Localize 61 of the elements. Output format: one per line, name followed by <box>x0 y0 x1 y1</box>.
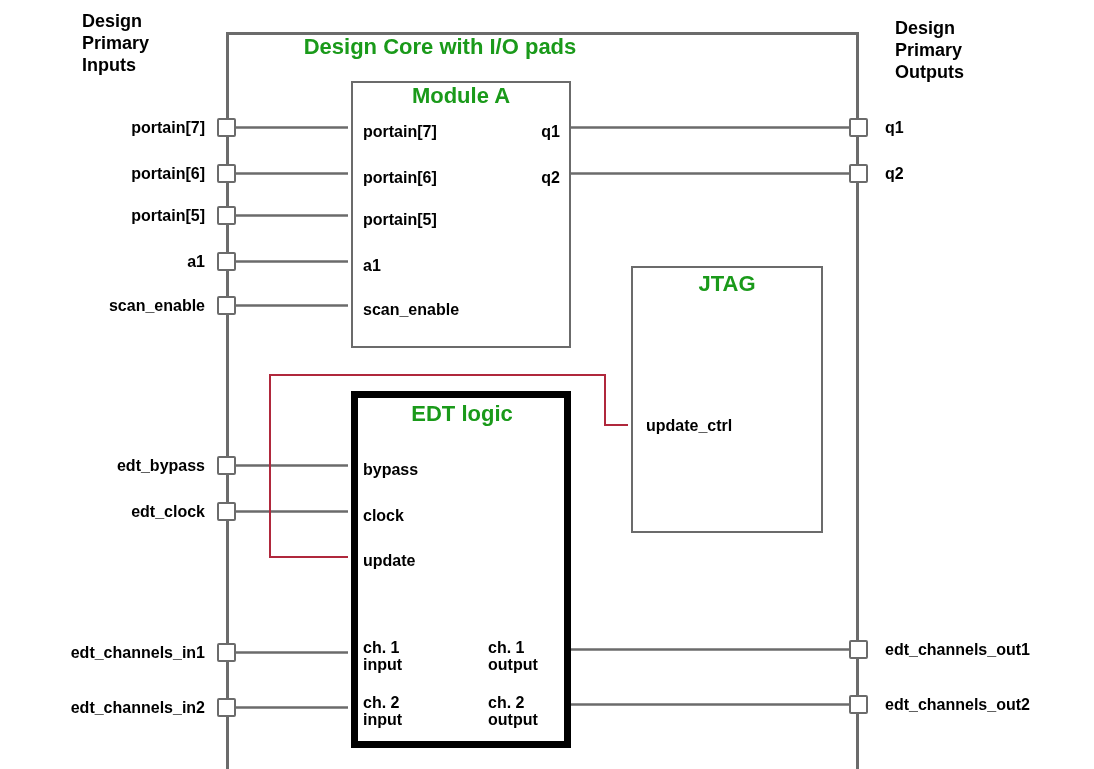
io-pad <box>217 164 236 183</box>
io-pad <box>849 118 868 137</box>
io-pad <box>217 118 236 137</box>
wire <box>236 651 348 654</box>
port-name: q2 <box>885 163 904 184</box>
io-pad <box>849 640 868 659</box>
io-pad <box>217 252 236 271</box>
pin-label: ch. 2 output <box>488 694 539 728</box>
pin-label: portain[6] <box>363 168 437 186</box>
module-box <box>631 266 823 533</box>
wire <box>236 172 348 175</box>
module-title: Module A <box>411 81 511 110</box>
port-name: edt_channels_out2 <box>885 694 1030 715</box>
port-name: scan_enable <box>108 295 205 316</box>
wire <box>236 214 348 217</box>
module-box <box>351 391 571 748</box>
port-name: edt_channels_in1 <box>70 642 205 663</box>
io-pad <box>217 206 236 225</box>
port-name: edt_channels_out1 <box>885 639 1030 660</box>
module-box <box>351 81 571 348</box>
port-name: portain[5] <box>131 205 205 226</box>
io-pad <box>849 695 868 714</box>
pin-label: bypass <box>363 460 419 478</box>
wire <box>236 510 348 513</box>
wire <box>236 464 348 467</box>
io-pad <box>217 502 236 521</box>
pin-label: update <box>363 551 416 569</box>
wire <box>236 126 348 129</box>
pin-label: clock <box>363 506 404 524</box>
wire <box>236 706 348 709</box>
pin-label: update_ctrl <box>646 416 733 434</box>
port-name: a1 <box>187 251 205 272</box>
module-title: JTAG <box>698 269 756 298</box>
io-pad <box>217 296 236 315</box>
io-pad <box>217 643 236 662</box>
wire <box>236 260 348 263</box>
io-pad <box>849 164 868 183</box>
pin-label: ch. 2 input <box>363 694 404 728</box>
pin-label: ch. 1 input <box>363 639 404 673</box>
pin-label: portain[7] <box>363 122 437 140</box>
pin-label: ch. 1 output <box>488 639 539 673</box>
pin-label: q1 <box>541 122 560 140</box>
column-heading: Design Primary Outputs <box>895 17 965 83</box>
io-pad <box>217 698 236 717</box>
port-name: portain[6] <box>131 163 205 184</box>
port-name: edt_bypass <box>116 455 205 476</box>
pin-label: portain[5] <box>363 210 437 228</box>
pin-label: a1 <box>363 256 381 274</box>
core-boundary-box <box>226 32 859 769</box>
module-title: Design Core with I/O pads <box>303 32 577 61</box>
port-name: q1 <box>885 117 904 138</box>
column-heading: Design Primary Inputs <box>82 10 151 76</box>
port-name: edt_channels_in2 <box>70 697 205 718</box>
wire <box>236 304 348 307</box>
wire <box>269 374 629 558</box>
port-name: portain[7] <box>131 117 205 138</box>
pin-label: q2 <box>541 168 560 186</box>
pin-label: scan_enable <box>363 300 460 318</box>
io-pad <box>217 456 236 475</box>
module-title: EDT logic <box>411 399 513 428</box>
port-name: edt_clock <box>131 501 205 522</box>
